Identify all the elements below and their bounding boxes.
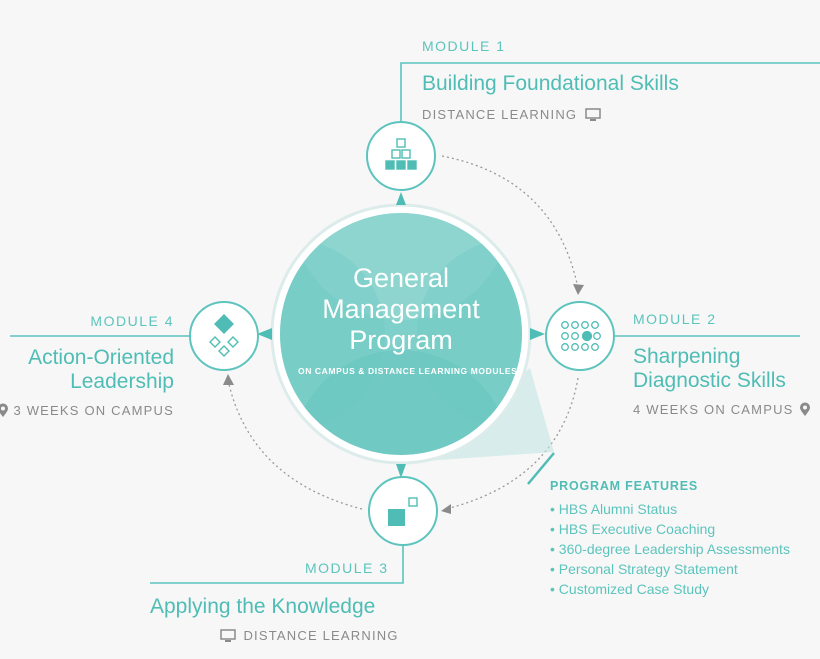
feature-item-text: Personal Strategy Statement	[558, 561, 738, 577]
pointer-top	[396, 192, 406, 205]
module-4-title-line-2: Leadership	[70, 370, 174, 393]
map-pin-icon	[800, 402, 810, 417]
features-heading: PROGRAM FEATURES	[550, 479, 698, 493]
program-subtitle: ON CAMPUS & DISTANCE LEARNING MODULES	[298, 366, 518, 376]
flow-arrowheads	[223, 284, 584, 514]
ring-pointers	[257, 192, 545, 478]
module-1-format-text: DISTANCE LEARNING	[422, 107, 578, 122]
module-4-format-text: 3 WEEKS ON CAMPUS	[13, 403, 174, 418]
features-wedge-edge	[527, 452, 555, 485]
monitor-icon	[584, 108, 601, 121]
arrowhead-to-module-2	[573, 284, 584, 295]
module-4-format: 3 WEEKS ON CAMPUS	[0, 402, 174, 420]
module-3-label: MODULE 3	[305, 560, 389, 576]
feature-item: • HBS Alumni Status	[550, 501, 678, 517]
feature-item-text: HBS Alumni Status	[558, 501, 678, 517]
module-2-node[interactable]	[545, 301, 615, 371]
flow-arrow-2-to-3	[445, 377, 579, 510]
module-3-node[interactable]	[368, 476, 438, 546]
feature-item: • 360-degree Leadership Assessments	[550, 541, 790, 557]
module-2-format: 4 WEEKS ON CAMPUS	[633, 401, 811, 419]
module-1-label: MODULE 1	[422, 38, 506, 54]
module-3-format-text: DISTANCE LEARNING	[243, 628, 399, 643]
module-3-format: DISTANCE LEARNING	[220, 627, 399, 645]
map-pin-icon	[0, 403, 8, 418]
module-1-format: DISTANCE LEARNING	[422, 106, 601, 124]
feature-item: • Personal Strategy Statement	[550, 561, 738, 577]
feature-item: • Customized Case Study	[550, 581, 709, 597]
features-list: • HBS Alumni Status • HBS Executive Coac…	[550, 499, 790, 599]
module-2-title-line-1: Sharpening	[633, 345, 741, 368]
module-2-label: MODULE 2	[633, 311, 717, 327]
module-2-format-text: 4 WEEKS ON CAMPUS	[633, 402, 794, 417]
module-3-title: Applying the Knowledge	[150, 595, 376, 618]
program-title: General Management Program	[322, 263, 480, 355]
module-1-node[interactable]	[366, 121, 436, 191]
feature-item: • HBS Executive Coaching	[550, 521, 716, 537]
flow-arrows	[227, 155, 579, 510]
module-3-connector	[150, 545, 404, 584]
module-4-label: MODULE 4	[90, 313, 174, 329]
module-1-connector	[400, 62, 820, 124]
module-4-node[interactable]	[189, 301, 259, 371]
pointer-right	[530, 328, 545, 340]
arrowhead-to-module-4	[223, 374, 234, 385]
module-2-title-line-2: Diagnostic Skills	[633, 369, 786, 392]
arrowhead-to-module-3	[441, 504, 451, 514]
feature-item-text: 360-degree Leadership Assessments	[558, 541, 790, 557]
feature-item-text: HBS Executive Coaching	[558, 521, 716, 537]
squares-icon	[388, 497, 418, 526]
pyramid-squares-icon	[385, 138, 417, 170]
pointer-bottom	[396, 464, 406, 478]
diamonds-icon	[209, 314, 239, 357]
monitor-icon	[220, 629, 236, 642]
dot-grid-icon	[561, 321, 601, 351]
pointer-left	[257, 328, 272, 340]
connector-lines	[10, 62, 820, 584]
center-circle	[270, 203, 532, 465]
module-1-title: Building Foundational Skills	[422, 72, 679, 95]
flow-arrow-1-to-2	[441, 155, 579, 289]
module-4-title-line-1: Action-Oriented	[28, 346, 174, 369]
feature-item-text: Customized Case Study	[558, 581, 709, 597]
